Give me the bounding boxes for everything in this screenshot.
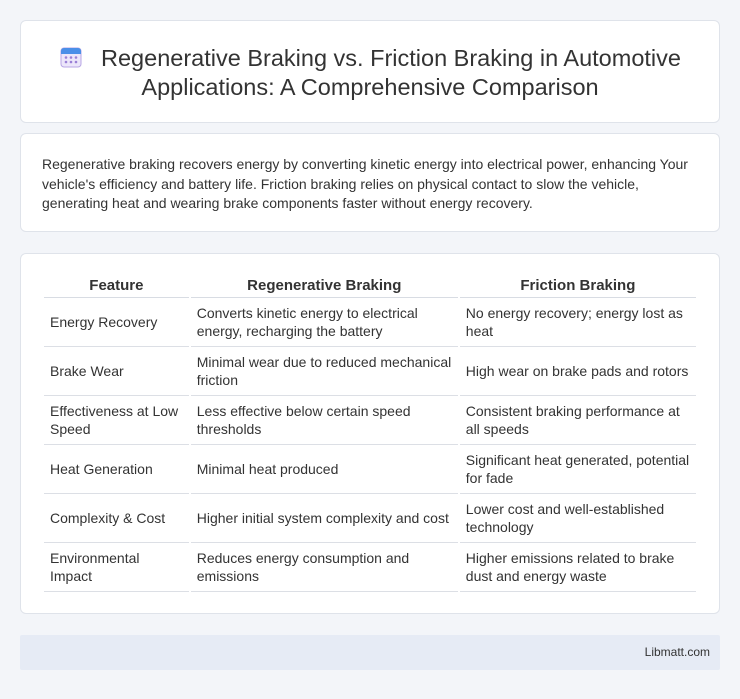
table-row: Effectiveness at Low Speed Less effectiv… [44, 396, 696, 445]
header-friction: Friction Braking [459, 274, 696, 298]
page-title: Regenerative Braking vs. Friction Brakin… [21, 44, 719, 102]
title-line-2: Applications: A Comprehensive Comparison [141, 74, 599, 100]
regenerative-cell: Reduces energy consumption and emissions [190, 543, 458, 592]
friction-cell: Higher emissions related to brake dust a… [459, 543, 696, 592]
table-row: Environmental Impact Reduces energy cons… [44, 543, 696, 592]
feature-cell: Energy Recovery [44, 298, 189, 347]
header-regenerative: Regenerative Braking [190, 274, 458, 298]
regenerative-cell: Higher initial system complexity and cos… [190, 494, 458, 543]
table-row: Heat Generation Minimal heat produced Si… [44, 445, 696, 494]
feature-cell: Effectiveness at Low Speed [44, 396, 189, 445]
table-row: Complexity & Cost Higher initial system … [44, 494, 696, 543]
regenerative-cell: Minimal heat produced [190, 445, 458, 494]
footer-bar: Libmatt.com [20, 635, 720, 670]
regenerative-cell: Converts kinetic energy to electrical en… [190, 298, 458, 347]
feature-cell: Environmental Impact [44, 543, 189, 592]
regenerative-cell: Less effective below certain speed thres… [190, 396, 458, 445]
friction-cell: Significant heat generated, potential fo… [459, 445, 696, 494]
feature-cell: Complexity & Cost [44, 494, 189, 543]
header-feature: Feature [44, 274, 189, 298]
table-row: Energy Recovery Converts kinetic energy … [44, 298, 696, 347]
calendar-icon [59, 45, 83, 69]
intro-text: Regenerative braking recovers energy by … [42, 156, 688, 211]
friction-cell: High wear on brake pads and rotors [459, 347, 696, 396]
title-line-1: Regenerative Braking vs. Friction Brakin… [101, 45, 681, 71]
comparison-card: Feature Regenerative Braking Friction Br… [20, 253, 720, 614]
regenerative-cell: Minimal wear due to reduced mechanical f… [190, 347, 458, 396]
intro-card: Regenerative braking recovers energy by … [20, 133, 720, 232]
feature-cell: Heat Generation [44, 445, 189, 494]
comparison-table: Feature Regenerative Braking Friction Br… [42, 274, 698, 592]
friction-cell: No energy recovery; energy lost as heat [459, 298, 696, 347]
footer-site-link[interactable]: Libmatt.com [644, 645, 710, 659]
table-row: Brake Wear Minimal wear due to reduced m… [44, 347, 696, 396]
title-card: Regenerative Braking vs. Friction Brakin… [20, 20, 720, 123]
friction-cell: Lower cost and well-established technolo… [459, 494, 696, 543]
table-header-row: Feature Regenerative Braking Friction Br… [44, 274, 696, 298]
friction-cell: Consistent braking performance at all sp… [459, 396, 696, 445]
feature-cell: Brake Wear [44, 347, 189, 396]
